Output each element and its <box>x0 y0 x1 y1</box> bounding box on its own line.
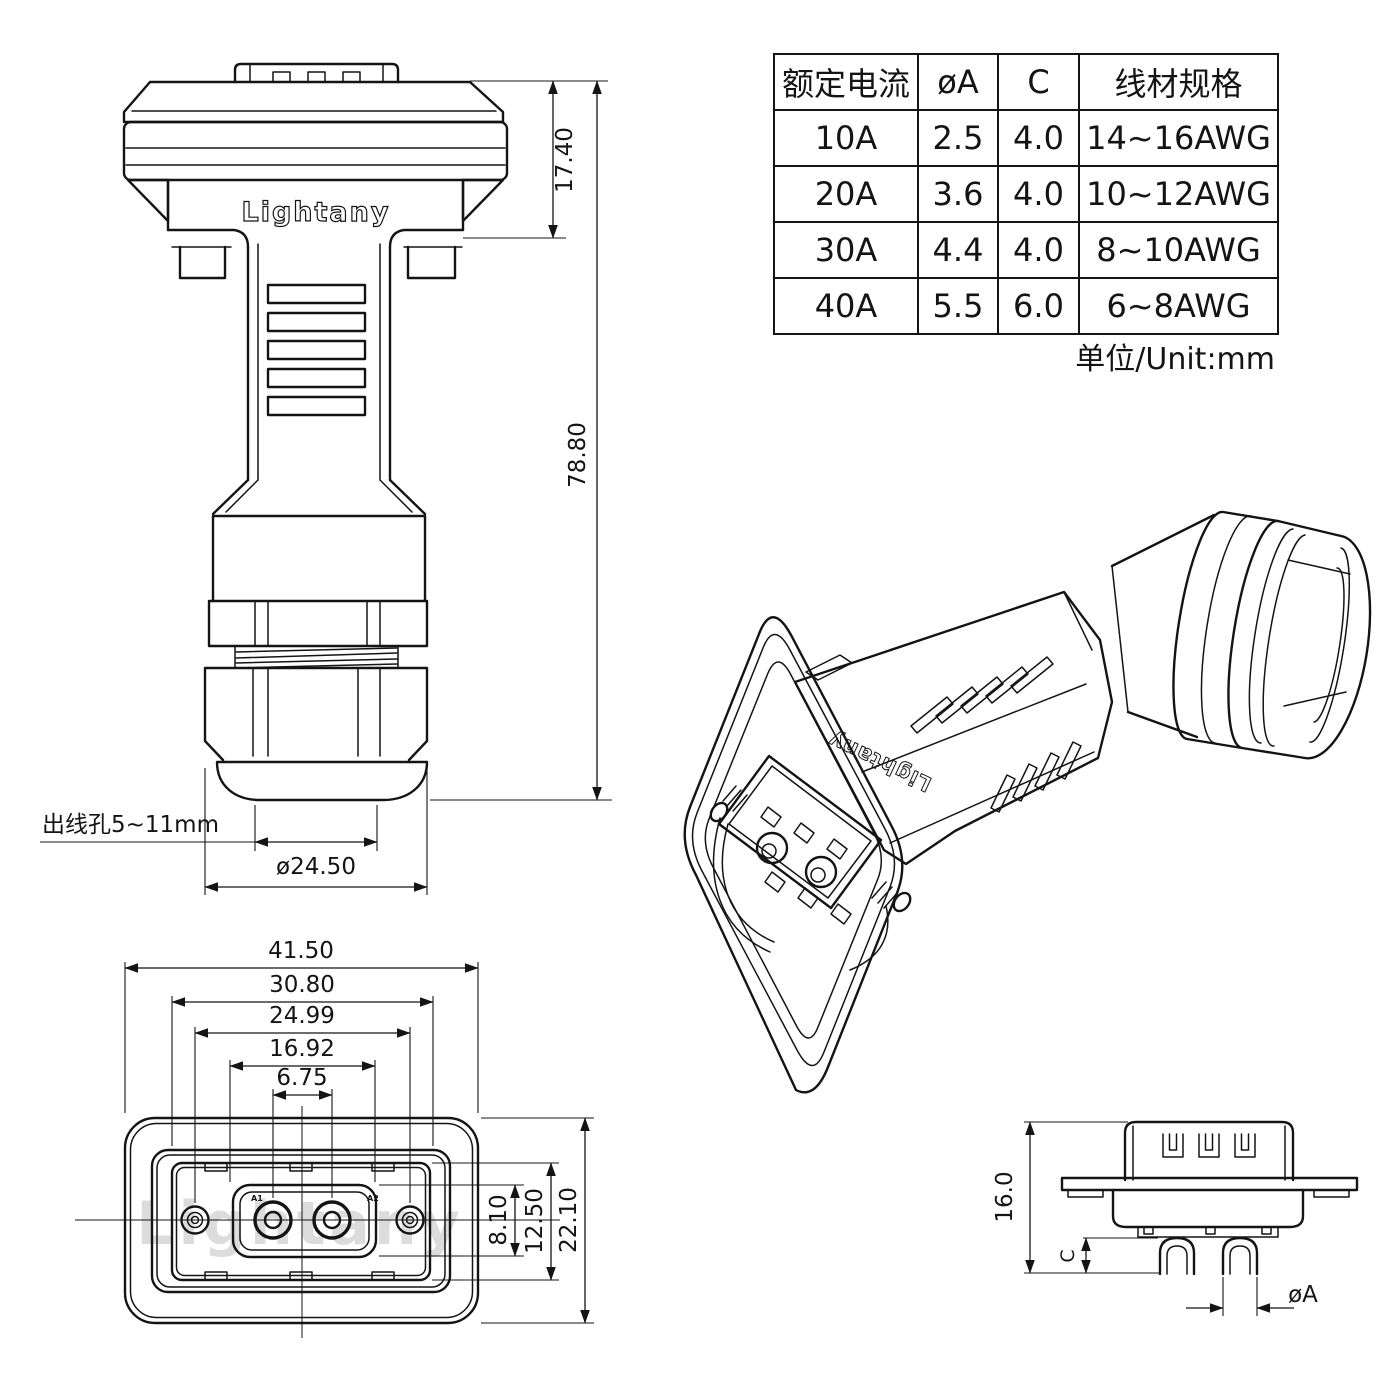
gland-hex-body <box>203 666 429 762</box>
spec-row-40a: 40A 5.5 6.0 6~8AWG <box>773 277 1279 335</box>
watermark: Lightany <box>136 1189 463 1259</box>
pin-label-1: A1 <box>251 1194 263 1203</box>
latch-hook-left <box>126 178 170 223</box>
iso-pocket <box>717 754 883 910</box>
col-rated-current: 额定电流 <box>773 53 919 111</box>
dim-pin-diameter-label: øA <box>1288 1282 1318 1308</box>
centerlines <box>75 1106 560 1338</box>
gland-locknut <box>207 599 429 648</box>
side-flange <box>1060 1176 1359 1192</box>
dim-pin-length-label: C <box>1057 1249 1079 1262</box>
dim-head-height: 17.40 <box>552 127 578 193</box>
foot-right <box>406 245 457 280</box>
iso-pin-2 <box>804 855 838 889</box>
dim-overall-length: 78.80 <box>565 422 591 488</box>
rear-shell <box>233 62 400 84</box>
iso-screw-top-left <box>709 785 775 953</box>
face-keying-notches <box>204 1162 395 1281</box>
brand-logo-front: Lightany <box>242 197 391 228</box>
front-view: Lightany <box>40 62 612 895</box>
dim-gland-diameter: ø24.50 <box>276 854 356 880</box>
side-view: 16.0 C øA <box>992 1120 1359 1316</box>
iso-threads <box>1248 528 1306 747</box>
iso-insert <box>709 754 912 971</box>
side-slots <box>1162 1133 1256 1158</box>
iso-locknut <box>1172 510 1280 750</box>
col-wire-gauge: 线材规格 <box>1078 53 1279 111</box>
dim-overall-height: 22.10 <box>556 1187 582 1253</box>
iso-face-plate <box>683 616 904 1094</box>
spec-table: 额定电流 øA C 线材规格 10A 2.5 4.0 14~16AWG 20A … <box>773 53 1279 335</box>
latch-hook-right <box>461 178 505 223</box>
dim-pocket-height: 8.10 <box>486 1194 512 1245</box>
col-pin-diameter: øA <box>917 53 999 111</box>
iso-dome <box>1240 519 1372 760</box>
foot-left <box>178 245 227 280</box>
side-pin-barrels <box>1158 1236 1259 1276</box>
iso-view: Lightany <box>683 510 1372 1094</box>
head-band <box>122 120 509 182</box>
spec-row-30a: 30A 4.4 4.0 8~10AWG <box>773 221 1279 279</box>
vent-slats-front <box>266 283 367 417</box>
front-dimensions: 17.40 78.80 出线孔5~11mm ø24.50 <box>40 80 612 895</box>
dim-pin-pitch: 6.75 <box>276 1065 327 1091</box>
dim-cable-hole: 出线孔5~11mm <box>42 812 219 838</box>
dim-pocket-width: 16.92 <box>269 1036 335 1062</box>
iso-gland <box>1110 510 1372 760</box>
pin-label-2: A2 <box>367 1194 379 1203</box>
iso-keying-notches <box>760 806 852 925</box>
spec-row-10a: 10A 2.5 4.0 14~16AWG <box>773 109 1279 167</box>
rear-pins <box>272 71 361 83</box>
neck <box>246 245 392 482</box>
head-cap <box>122 80 505 124</box>
dim-insert-height: 12.50 <box>522 1188 548 1254</box>
iso-body <box>793 590 1114 866</box>
face-view: Lightany A1 A2 41.50 <box>75 938 594 1338</box>
iso-top-slats <box>910 656 1054 734</box>
brand-logo-iso: Lightany <box>824 727 935 796</box>
face-pocket <box>231 1183 378 1259</box>
side-shell <box>1123 1120 1295 1182</box>
dim-screw-spacing: 24.99 <box>269 1003 335 1029</box>
col-c: C <box>997 53 1080 111</box>
side-body <box>1111 1188 1305 1229</box>
face-flange <box>150 1148 452 1294</box>
iso-rim-step <box>805 654 853 681</box>
dim-overall-width: 41.50 <box>268 938 334 964</box>
face-dimensions: 41.50 30.80 24.99 16.92 6.75 8.10 12.50 … <box>124 938 594 1324</box>
iso-screw-bottom-right <box>849 881 912 971</box>
iso-pin-1 <box>755 831 789 865</box>
dim-flange-width: 30.80 <box>269 972 335 998</box>
dim-shell-height: 16.0 <box>992 1171 1018 1222</box>
iso-side-slats <box>990 741 1082 813</box>
gland-threads <box>234 645 399 669</box>
spec-row-20a: 20A 3.6 4.0 10~12AWG <box>773 165 1279 223</box>
side-dimensions: 16.0 C øA <box>992 1121 1318 1316</box>
unit-note: 单位/Unit:mm <box>1075 342 1275 377</box>
gland-dome <box>215 760 429 802</box>
spec-header-row: 额定电流 øA C 线材规格 <box>773 53 1279 111</box>
